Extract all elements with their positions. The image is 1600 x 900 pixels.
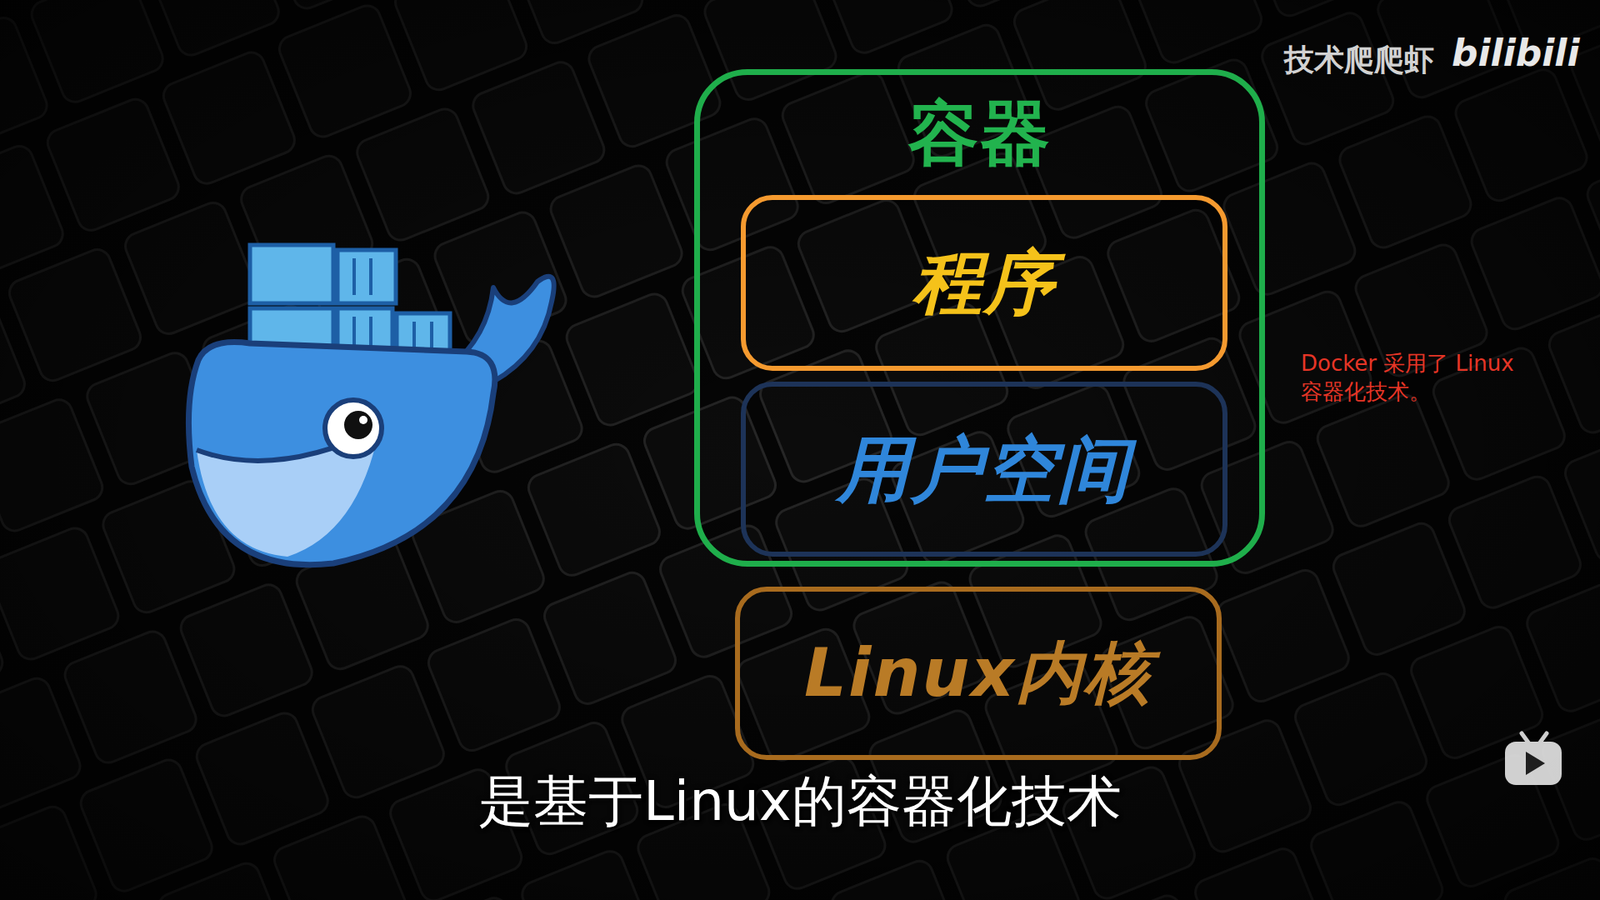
kernel-box: Linux内核 [735, 586, 1222, 760]
program-box: 程序 [740, 195, 1228, 371]
site-logo: bilibili [1451, 33, 1580, 74]
container-box: 容器程序用户空间 [694, 69, 1265, 567]
user-space-box: 用户空间 [740, 381, 1228, 557]
play-icon [1505, 733, 1562, 785]
channel-watermark: 技术爬爬虾 [1284, 43, 1435, 77]
box-label: 程序 [912, 242, 1056, 324]
annotation-note: Docker 采用了 Linux 容器化技术。 [1300, 350, 1530, 407]
docker-whale [188, 245, 554, 565]
subtitle: 是基于Linux的容器化技术 [0, 768, 1600, 835]
box-label: 用户空间 [837, 428, 1131, 511]
group-heading: 容器 [700, 93, 1260, 175]
box-label: Linux内核 [804, 635, 1153, 712]
